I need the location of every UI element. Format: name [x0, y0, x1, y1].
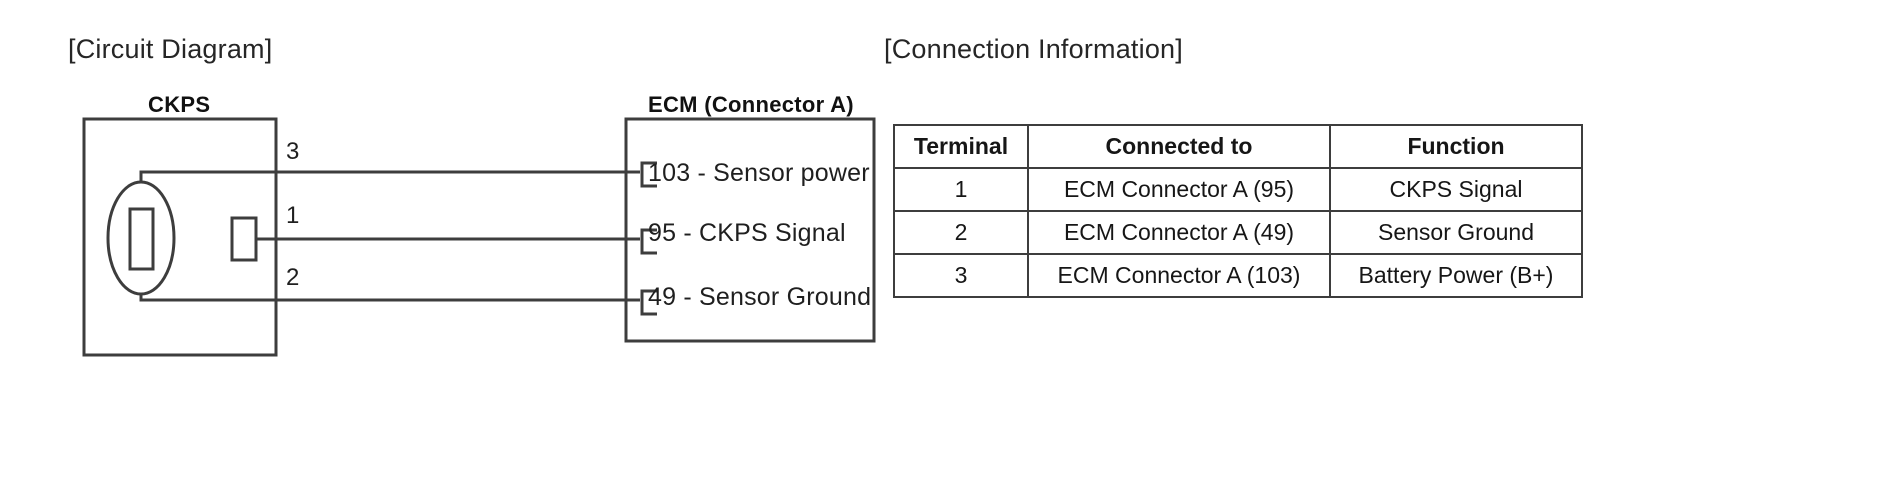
ckps-terminal-number-1: 1 [286, 202, 300, 229]
column-header-function: Function [1329, 124, 1583, 169]
table-row: 1 ECM Connector A (95) CKPS Signal [893, 167, 1583, 212]
cell-terminal: 1 [893, 167, 1029, 212]
cell-connected-to: ECM Connector A (95) [1027, 167, 1331, 212]
ecm-pin-bracket-103 [640, 161, 657, 188]
table-header-row: Terminal Connected to Function [893, 124, 1583, 169]
ckps-shield-rect [230, 216, 258, 262]
ckps-block-title: CKPS [148, 92, 211, 117]
connection-information-caption: [Connection Information] [884, 34, 1183, 64]
circuit-diagram-caption: [Circuit Diagram] [68, 34, 273, 64]
column-header-connected-to: Connected to [1027, 124, 1331, 169]
ecm-pin-bracket-49 [640, 289, 657, 316]
cell-connected-to: ECM Connector A (103) [1027, 253, 1331, 298]
connection-information-table: Terminal Connected to Function 1 ECM Con… [893, 124, 1583, 298]
ecm-housing-rect [624, 117, 876, 343]
cell-terminal: 3 [893, 253, 1029, 298]
column-header-terminal: Terminal [893, 124, 1029, 169]
ckps-coil-ellipse [106, 180, 176, 296]
ecm-block-title: ECM (Connector A) [648, 92, 854, 117]
ckps-coil-bottom-lead [139, 294, 276, 302]
ckps-housing-rect [82, 117, 278, 357]
ecm-pin-label-103: 103 - Sensor power [648, 159, 870, 187]
cell-function: CKPS Signal [1329, 167, 1583, 212]
cell-function: Sensor Ground [1329, 210, 1583, 255]
ckps-terminal-number-2: 2 [286, 264, 300, 291]
cell-function: Battery Power (B+) [1329, 253, 1583, 298]
ecm-pin-label-49: 49 - Sensor Ground [648, 283, 872, 311]
ckps-terminal-number-3: 3 [286, 138, 300, 165]
ckps-coil-top-lead [139, 170, 276, 182]
table-row: 3 ECM Connector A (103) Battery Power (B… [893, 253, 1583, 298]
cell-terminal: 2 [893, 210, 1029, 255]
cell-connected-to: ECM Connector A (49) [1027, 210, 1331, 255]
ecm-pin-label-95: 95 - CKPS Signal [648, 219, 846, 247]
ckps-coil-core-rect [128, 207, 155, 271]
table-row: 2 ECM Connector A (49) Sensor Ground [893, 210, 1583, 255]
ecm-pin-bracket-95 [640, 228, 657, 255]
